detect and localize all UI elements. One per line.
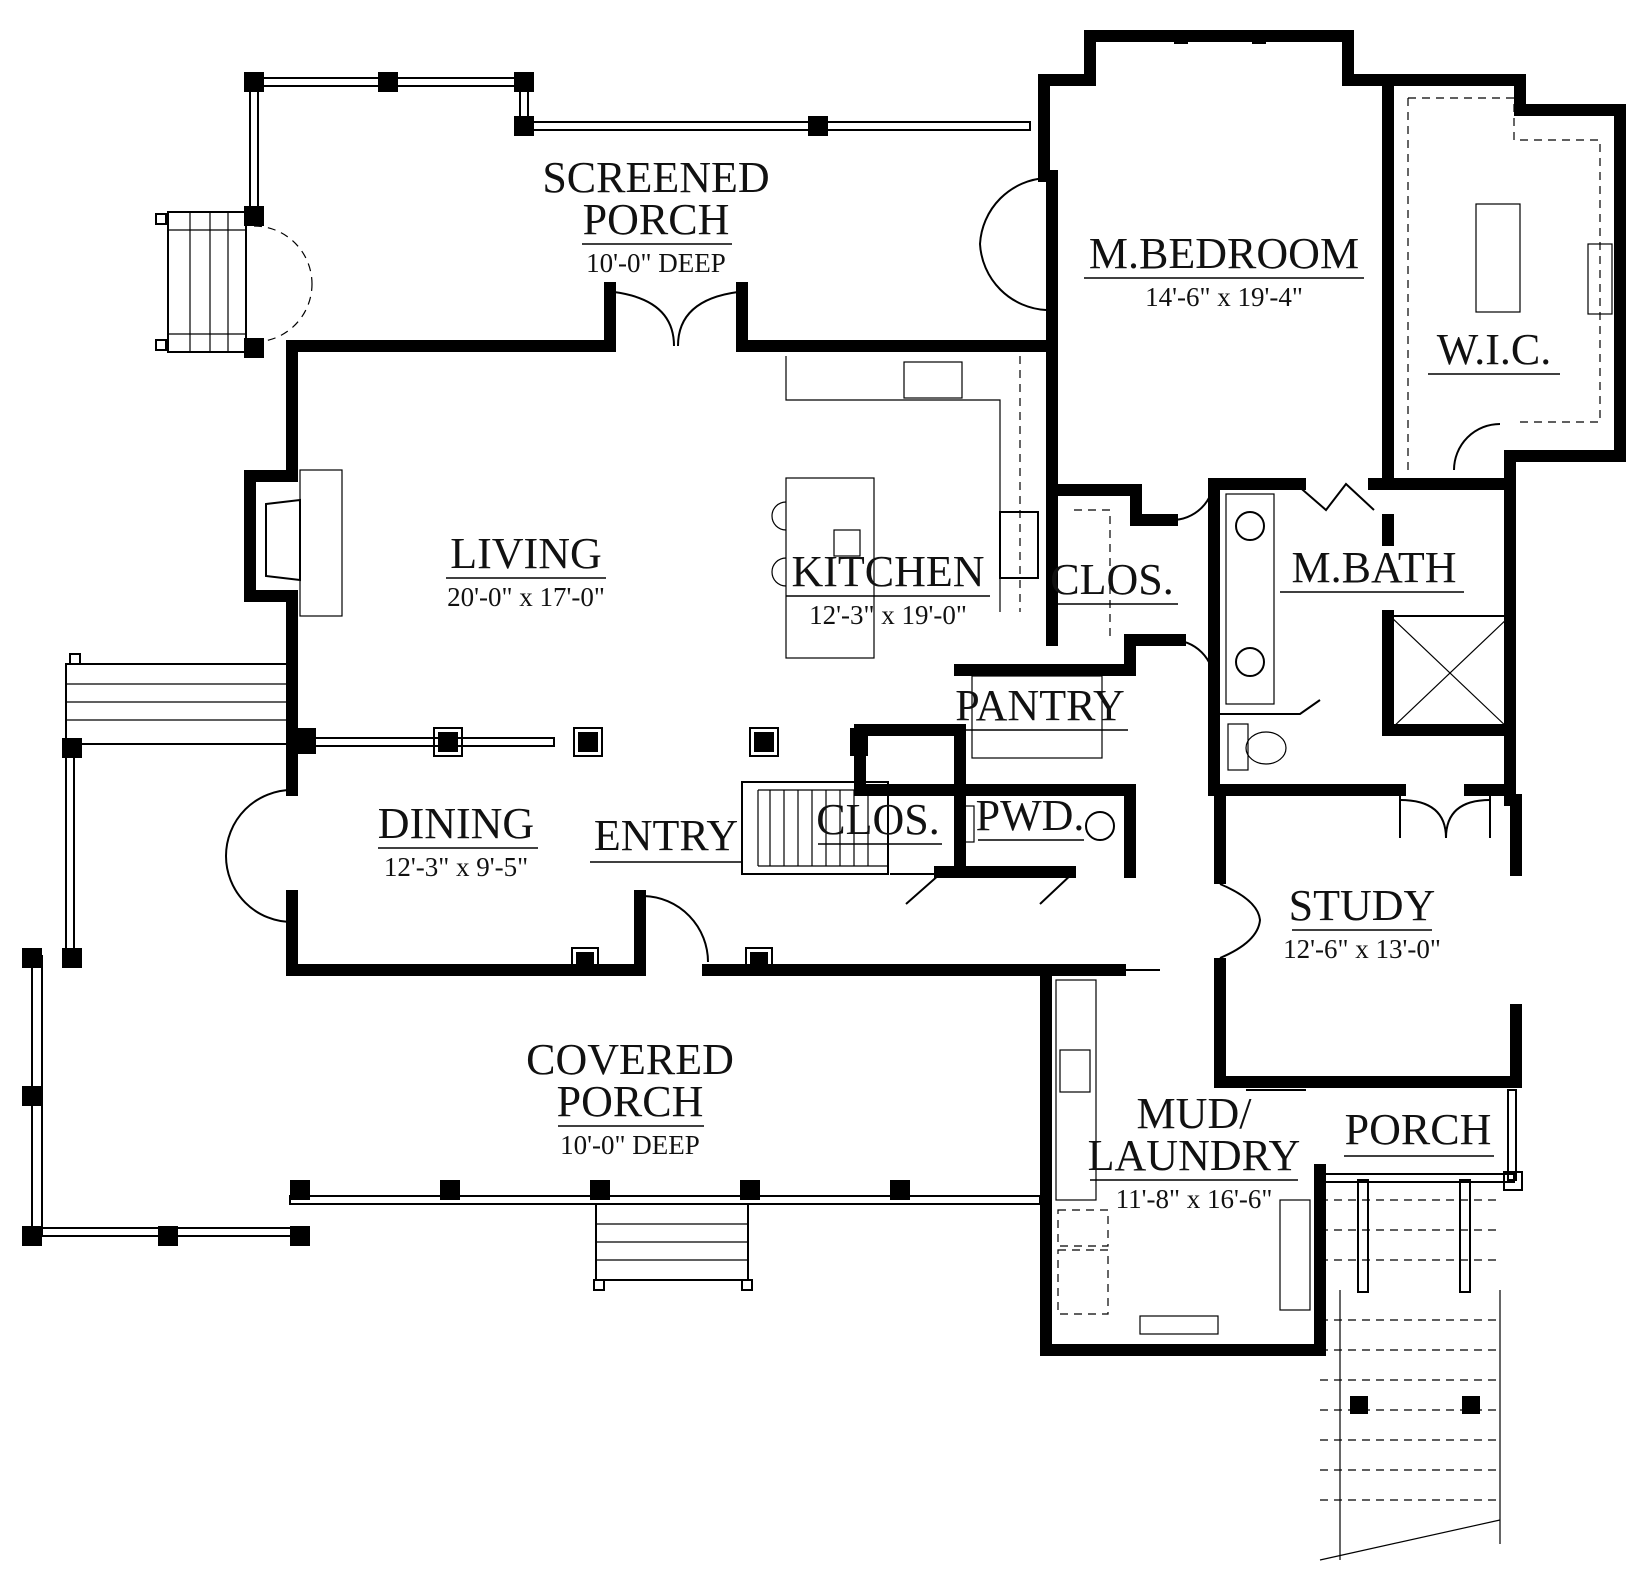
- label-mud-laundry: MUD/ LAUNDRY 11'-8" x 16'-6": [1088, 1089, 1301, 1214]
- label-master-bedroom: M.BEDROOM 14'-6" x 19'-4": [1084, 229, 1364, 312]
- master-bedroom-door-swings: [979, 177, 1501, 471]
- stair-closet-title: CLOS.: [816, 795, 939, 844]
- mud-laundry-title-1: MUD/: [1137, 1089, 1253, 1138]
- side-porch-title: PORCH: [1345, 1105, 1492, 1154]
- screened-porch-title-1: SCREENED: [542, 153, 769, 202]
- label-living: LIVING 20'-0" x 17'-0": [446, 529, 606, 612]
- screened-porch-dims: 10'-0" DEEP: [586, 248, 726, 278]
- covered-porch-dims: 10'-0" DEEP: [560, 1130, 700, 1160]
- fireplace: [265, 469, 343, 617]
- mud-laundry-dims: 11'-8" x 16'-6": [1116, 1184, 1273, 1214]
- label-hall-closet: CLOS.: [1050, 555, 1178, 605]
- living-dining-columns: [295, 727, 868, 757]
- label-study: STUDY 12'-6" x 13'-0": [1283, 881, 1441, 964]
- kitchen-dims: 12'-3" x 19'-0": [809, 600, 967, 630]
- screened-porch-title-2: PORCH: [583, 195, 730, 244]
- wic-title: W.I.C.: [1437, 325, 1552, 374]
- powder-room-title: PWD.: [976, 791, 1085, 840]
- dining-dims: 12'-3" x 9'-5": [384, 852, 528, 882]
- study-dims: 12'-6" x 13'-0": [1283, 934, 1441, 964]
- label-pantry: PANTRY: [955, 681, 1128, 731]
- covered-porch-deck: [22, 653, 1041, 1246]
- hall-closet-title: CLOS.: [1050, 555, 1173, 604]
- side-stair: [1319, 1290, 1501, 1561]
- master-bath-walls: [1208, 478, 1516, 806]
- label-covered-porch: COVERED PORCH 10'-0" DEEP: [526, 1035, 734, 1160]
- dining-door-swings: [225, 789, 709, 963]
- covered-porch-steps: [593, 1203, 753, 1291]
- label-master-bath: M.BATH: [1280, 543, 1464, 593]
- mud-laundry-title-2: LAUNDRY: [1088, 1131, 1301, 1180]
- double-door-screened-porch: [613, 291, 739, 347]
- entry-title: ENTRY: [594, 811, 738, 860]
- living-title: LIVING: [450, 529, 602, 578]
- front-wall-columns: [410, 947, 936, 974]
- label-stair-closet: CLOS.: [816, 795, 942, 845]
- label-wic: W.I.C.: [1428, 325, 1560, 375]
- kitchen-cabinets: [771, 356, 1039, 659]
- side-porch-deck: [1319, 1089, 1523, 1293]
- label-dining: DINING 12'-3" x 9'-5": [378, 799, 538, 882]
- covered-porch-title-2: PORCH: [557, 1077, 704, 1126]
- master-bedroom-dims: 14'-6" x 19'-4": [1145, 282, 1303, 312]
- screened-porch-enclosure: [244, 72, 1031, 358]
- living-dims: 20'-0" x 17'-0": [447, 582, 605, 612]
- study-walls: [1214, 784, 1522, 1088]
- kitchen-title: KITCHEN: [791, 547, 984, 596]
- master-bath-title: M.BATH: [1291, 543, 1456, 592]
- covered-porch-title-1: COVERED: [526, 1035, 734, 1084]
- powder-room-walls: [954, 784, 1136, 905]
- label-entry: ENTRY: [590, 811, 742, 863]
- master-bedroom-title: M.BEDROOM: [1089, 229, 1359, 278]
- label-kitchen: KITCHEN 12'-3" x 19'-0": [786, 547, 990, 630]
- master-wing-walls: [1038, 30, 1626, 496]
- dining-title: DINING: [378, 799, 534, 848]
- kitchen-east-wall: [954, 484, 1186, 676]
- study-title: STUDY: [1289, 881, 1436, 930]
- master-bath-fixtures: [1225, 482, 1511, 771]
- wic-shelving: [1407, 97, 1613, 470]
- screened-porch-steps: [155, 211, 247, 353]
- pantry-title: PANTRY: [955, 681, 1125, 730]
- label-side-porch: PORCH: [1344, 1105, 1494, 1157]
- label-powder-room: PWD.: [976, 791, 1085, 841]
- label-screened-porch: SCREENED PORCH 10'-0" DEEP: [542, 153, 769, 278]
- screened-porch-door-swing: [253, 225, 313, 343]
